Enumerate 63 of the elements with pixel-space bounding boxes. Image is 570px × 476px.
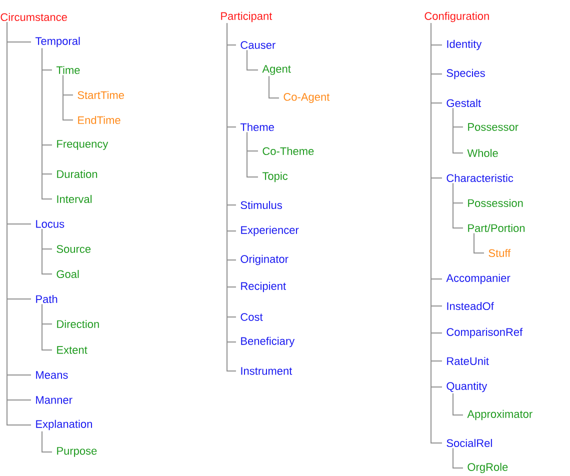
tree-label: RateUnit [447, 356, 489, 366]
tree-connector [42, 228, 52, 274]
tree-connector [42, 48, 52, 200]
tree-label: Interval [57, 194, 92, 204]
tree-label: Possession [468, 198, 523, 208]
tree-label: Causer [240, 41, 276, 49]
tree-label: Means [36, 371, 68, 379]
tree-label: Whole [467, 148, 498, 158]
tree-label: Possessor [468, 123, 518, 131]
tree-label: Path [36, 294, 58, 304]
tree-label: Configuration [424, 12, 489, 22]
tree-label: Experiencer [241, 226, 299, 236]
tree-label: Source [56, 245, 91, 253]
tree-label: Goal [56, 270, 79, 278]
tree-label: Participant [221, 12, 272, 22]
tree-label: Direction [57, 320, 99, 328]
tree-label: Time [56, 66, 80, 74]
tree-label: Topic [262, 172, 288, 182]
tree-connector [452, 182, 464, 228]
tree-label: Co-Agent [284, 93, 330, 103]
tree-connector [474, 232, 484, 254]
tree-label: Explanation [36, 420, 92, 430]
tree-connector [42, 430, 52, 452]
tree-label: Temporal [35, 36, 80, 48]
tree-label: Purpose [57, 447, 97, 457]
tree-label: SocialRel [446, 438, 492, 448]
tree-label: OrgRole [468, 462, 508, 474]
tree-label: Duration [57, 170, 98, 178]
tree-label: Accompanier [446, 274, 510, 284]
tree-label: Instrument [241, 367, 292, 375]
tree-label: EndTime [78, 116, 120, 124]
tree-label: Co-Theme [262, 146, 314, 156]
tree-label: Species [446, 68, 485, 80]
tree-connector [452, 108, 464, 154]
tree-label: Part/Portion [468, 224, 525, 232]
tree-label: StartTime [78, 90, 124, 100]
tree-connector [452, 392, 464, 416]
tree-label: Stuff [488, 248, 511, 258]
tree-label: Agent [262, 65, 291, 75]
tree-connector [246, 132, 258, 178]
tree-label: Manner [36, 396, 72, 404]
tree-connector [62, 74, 74, 120]
tree-label: Locus [36, 220, 64, 228]
tree-label: Quantity [446, 382, 488, 392]
tree-label: Characteristic [446, 174, 514, 182]
tree-label: Gestalt [446, 98, 481, 108]
tree-label: Extent [57, 346, 88, 354]
tree-label: Circumstance [0, 12, 67, 22]
tree-connector [246, 50, 258, 70]
tree-label: Stimulus [240, 200, 282, 210]
tree-label: ComparisonRef [446, 328, 523, 338]
tree-connector [452, 448, 464, 468]
tree-label: Beneficiary [241, 336, 295, 348]
tree-label: Cost [240, 313, 263, 321]
tree-label: Frequency [57, 140, 108, 150]
tree-label: Approximator [467, 410, 532, 420]
tree-label: Recipient [241, 282, 286, 292]
tree-label: Identity [447, 40, 482, 50]
tree-connector [268, 76, 280, 98]
tree-label: Originator [240, 254, 288, 266]
tree-connector [42, 304, 52, 350]
tree-label: Theme [240, 122, 274, 132]
tree-label: InsteadOf [447, 302, 494, 310]
